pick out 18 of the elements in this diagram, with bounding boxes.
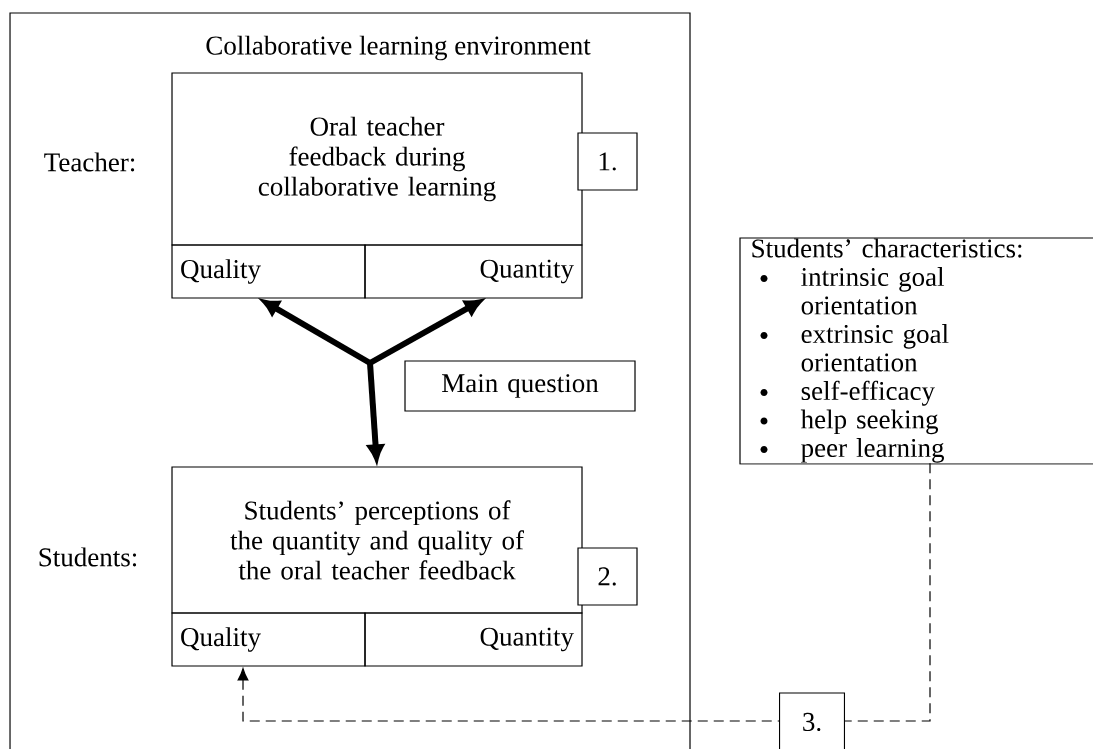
question-box: Main question <box>404 360 636 412</box>
node-label: Students’ characteristics: <box>752 238 1022 258</box>
node-label: help seeking <box>800 409 939 435</box>
number-box: 2. <box>577 547 638 606</box>
feedback-box: Oral teacher feedback during collaborative learning <box>171 72 583 246</box>
edge-label: 3. <box>778 692 846 749</box>
table-cell: Quality <box>171 244 366 299</box>
characteristics-box: Students’ characteristics: intrinsic goal orientation extrinsic goal orientation self-efficacy help seeking peer learning <box>739 237 1093 465</box>
table-cell: Quantity <box>364 612 583 667</box>
number-box: 1. <box>577 132 638 191</box>
arrow <box>237 462 931 722</box>
node-label: self-efficacy <box>801 380 935 406</box>
node-label: peer learning <box>801 438 945 463</box>
table-cell: Quality <box>171 612 366 667</box>
perception-box: Students’ perceptions of the quantity and quality of the oral teacher feedback <box>171 466 583 614</box>
row-label: Teacher: <box>44 152 135 172</box>
row-label: Students: <box>39 547 137 567</box>
table-cell: Quantity <box>364 244 583 299</box>
